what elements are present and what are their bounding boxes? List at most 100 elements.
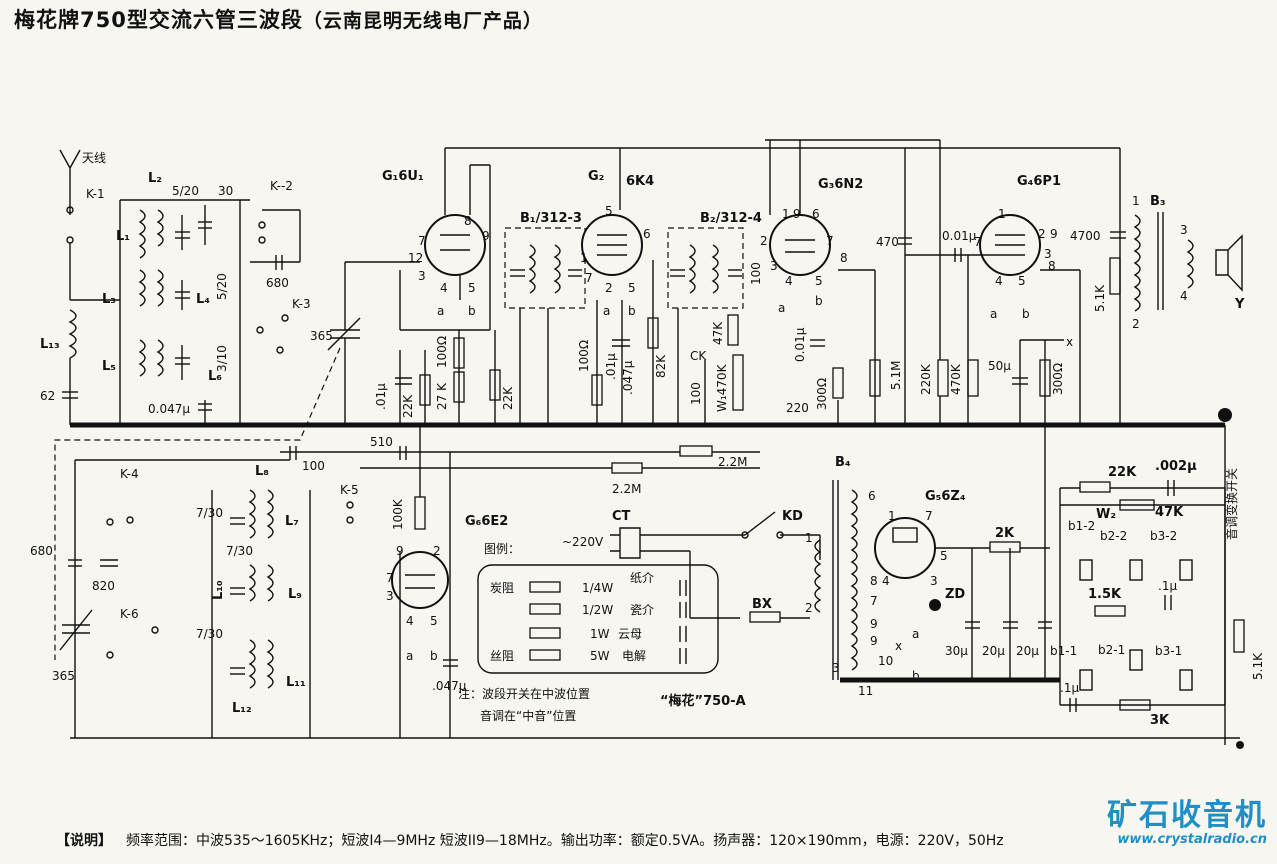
cap-680-b: 680 [30, 544, 53, 558]
cap-470: 470 [876, 235, 899, 249]
resistor-100k-label: 100K [391, 498, 405, 530]
svg-text:b3-2: b3-2 [1150, 529, 1177, 543]
cap-50u: 50μ [988, 359, 1011, 373]
svg-text:6: 6 [643, 227, 651, 241]
svg-text:5: 5 [815, 274, 823, 288]
resistor-300a-label: 300Ω [815, 378, 829, 410]
power-transformer-primary [814, 539, 822, 613]
svg-text:b2-1: b2-1 [1098, 643, 1125, 657]
cap-002: .002μ [1155, 459, 1197, 474]
output-transformer-primary [1133, 214, 1141, 312]
legend-row: 1/2W 瓷介 [529, 602, 687, 618]
svg-text:1: 1 [998, 207, 1006, 221]
tube-g3-label: G₃6N2 [818, 177, 863, 192]
coil-l1-label: L₁ [116, 229, 130, 244]
svg-text:2: 2 [433, 544, 441, 558]
resistor-51m-label: 5.1M [889, 361, 903, 390]
svg-text:5W: 5W [590, 649, 610, 663]
cap-4700: 4700 [1070, 229, 1101, 243]
resistor-27k-label: 27 K [435, 382, 449, 410]
if-b1-label: B₁/312-3 [520, 211, 582, 226]
svg-text:a: a [778, 301, 785, 315]
speaker-label: Y [1234, 297, 1245, 312]
footer-label: 【说明】 [56, 833, 112, 849]
cap-047-b: .047μ [621, 360, 635, 395]
svg-text:4: 4 [440, 281, 448, 295]
legend-box [477, 564, 719, 674]
cap-365-a: 365 [310, 329, 333, 343]
cap-047-c: .047μ [432, 679, 467, 693]
cap-01-b: .01μ [604, 353, 618, 380]
resistor-100-label: 100Ω [435, 336, 449, 368]
note-line2: 音调在“中音”位置 [480, 708, 576, 723]
svg-text:11: 11 [858, 684, 873, 698]
cap-3-10: 3/10 [215, 345, 229, 372]
svg-text:5: 5 [1018, 274, 1026, 288]
tube-g1 [424, 214, 486, 276]
resistor-82k-label: 82K [654, 354, 668, 378]
resistor-300b-label: 300Ω [1051, 363, 1065, 395]
svg-text:5: 5 [468, 281, 476, 295]
coil-l10 [266, 564, 274, 602]
svg-text:x: x [895, 639, 902, 653]
svg-text:8: 8 [1048, 259, 1056, 273]
resistor-100k [414, 496, 426, 530]
resistor-2k-label: 2K [995, 526, 1015, 541]
site-watermark: 矿石收音机 www.crystalradio.cn [1107, 800, 1267, 848]
resistor-22m-b [611, 462, 643, 474]
svg-text:6: 6 [812, 207, 820, 221]
svg-text:1/2W: 1/2W [582, 603, 613, 617]
antenna-label: 天线 [82, 151, 106, 165]
svg-text:1W: 1W [590, 627, 610, 641]
svg-text:2: 2 [1132, 317, 1140, 331]
svg-text:9: 9 [870, 617, 878, 631]
tone-switch-label: 音调变换开关 [1224, 468, 1239, 540]
tube-g3 [769, 214, 831, 276]
svg-text:a: a [912, 627, 919, 641]
svg-text:1: 1 [782, 207, 790, 221]
svg-text:4: 4 [406, 614, 414, 628]
zener-zd-label: ZD [945, 587, 965, 602]
svg-text:1: 1 [580, 251, 588, 265]
legend-row: 炭阻 1/4W 纸介 [490, 571, 687, 596]
resistor-22m-a-label: 2.2M [718, 455, 747, 469]
cap-001: 0.01μ [942, 229, 977, 243]
coil-l3-label: L₃ [102, 292, 116, 307]
resistor-22k-a-label: 22K [401, 394, 415, 418]
svg-text:4: 4 [785, 274, 793, 288]
legend-row: 丝阻 5W 电解 [490, 648, 687, 664]
svg-text:7: 7 [974, 235, 982, 249]
tube-g5-label: G₅6Z₄ [925, 489, 966, 504]
zener-zd [929, 599, 941, 611]
cap-0047: 0.047μ [148, 402, 190, 416]
switch-k4: K-4 [120, 467, 139, 481]
svg-text:云母: 云母 [618, 627, 642, 641]
resistor-47k-label: 47K [711, 321, 725, 345]
resistor-15k-label: 1.5K [1088, 587, 1122, 602]
cap-820: 820 [92, 579, 115, 593]
mains-voltage: ~220V [562, 535, 604, 549]
svg-text:12: 12 [408, 251, 423, 265]
resistor-51k-b [1233, 619, 1245, 653]
svg-text:x: x [1066, 335, 1073, 349]
svg-text:b: b [468, 304, 476, 318]
coil-l12-label: L₁₂ [232, 701, 252, 716]
svg-text:b1-2: b1-2 [1068, 519, 1095, 533]
switch-k6: K-6 [120, 607, 139, 621]
svg-text:3: 3 [1044, 247, 1052, 261]
cap-100-c: 100 [689, 382, 703, 405]
svg-text:8: 8 [840, 251, 848, 265]
resistor-22m-b-label: 2.2M [612, 482, 641, 496]
if-b2-label: B₂/312-4 [700, 211, 762, 226]
cap-100-b: 100 [749, 262, 763, 285]
svg-text:炭阻: 炭阻 [490, 581, 514, 595]
svg-text:5: 5 [605, 204, 613, 218]
transformer-b4-label: B₄ [835, 455, 851, 470]
coil-l13-label: L₁₃ [40, 337, 60, 352]
cap-5-20-a: 5/20 [172, 184, 199, 198]
svg-text:2: 2 [805, 601, 813, 615]
resistor-51k [1109, 257, 1121, 295]
svg-text:3: 3 [1180, 223, 1188, 237]
coil-l4-label: L₄ [196, 292, 210, 307]
